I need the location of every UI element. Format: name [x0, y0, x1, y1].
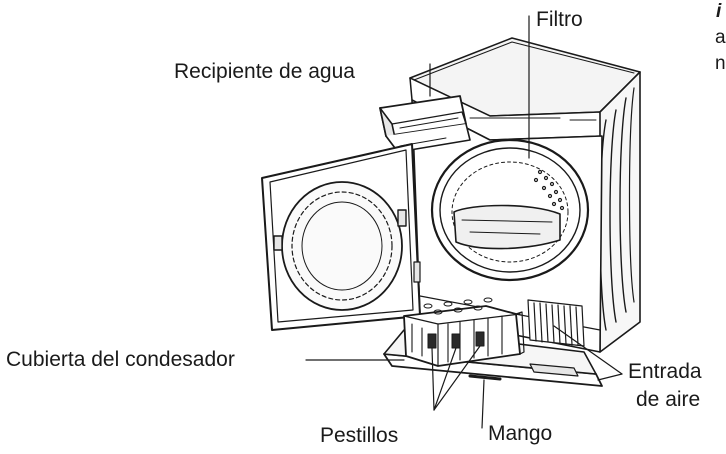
leader-lines — [305, 15, 623, 429]
drum-opening — [430, 138, 590, 282]
leader-pestillos-1 — [431, 347, 435, 411]
air-inlet-grille — [527, 299, 585, 347]
drum-vents — [533, 169, 565, 211]
leader-mango — [481, 379, 485, 429]
latch-1 — [427, 333, 437, 349]
open-door — [261, 143, 421, 331]
handle — [468, 374, 502, 381]
latch-2 — [451, 333, 461, 349]
label-cubierta-del-condesador: Cubierta del condesador — [6, 348, 235, 371]
label-recipiente-de-agua: Recipiente de agua — [174, 60, 355, 83]
cutoff-text-1: i — [716, 1, 722, 22]
leader-entrada — [553, 325, 623, 375]
latch-3 — [475, 331, 485, 347]
leader-pestillos-2 — [433, 347, 457, 411]
label-de-aire: de aire — [636, 388, 701, 411]
label-mango: Mango — [488, 422, 553, 445]
label-filtro: Filtro — [536, 8, 583, 31]
cutoff-text-2: a — [715, 27, 726, 48]
label-entrada: Entrada — [628, 360, 702, 383]
label-pestillos: Pestillos — [320, 424, 399, 447]
cutoff-text-3: n — [715, 53, 726, 74]
leader-pestillos-3 — [433, 345, 481, 411]
condenser-area — [383, 297, 603, 387]
filter-housing — [453, 204, 561, 250]
condenser-unit — [403, 297, 525, 367]
